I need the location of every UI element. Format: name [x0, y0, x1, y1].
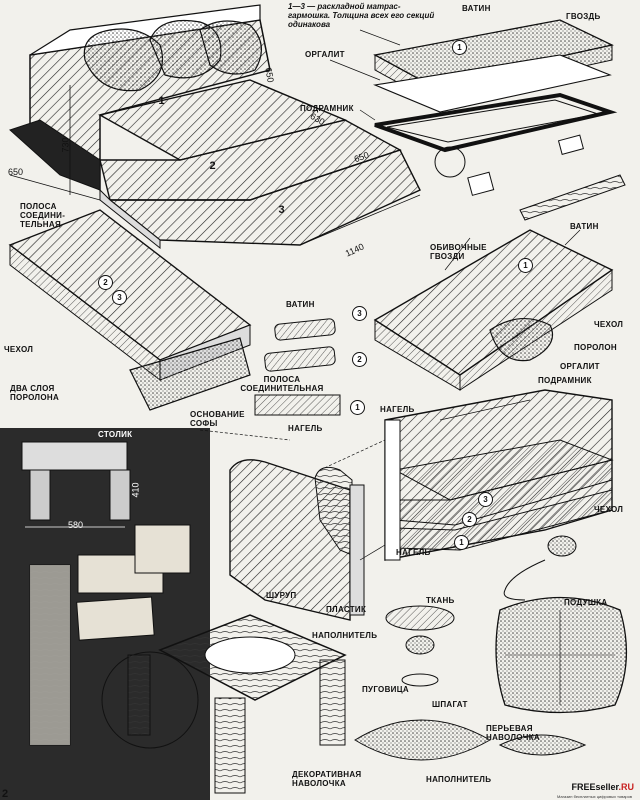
foam-cutaway [489, 317, 554, 362]
watermark-subtitle: Магазин бесплатных цифровых товаров [557, 794, 632, 799]
section-number: 1 [350, 400, 365, 415]
pillow-assembly-drawing [354, 535, 628, 761]
label-nagel-right: НАГЕЛЬ [380, 405, 415, 414]
label-pugovica: ПУГОВИЦА [362, 685, 409, 694]
label-podramnik-right: ПОДРАМНИК [538, 376, 592, 385]
label-vatin-mid: ВАТИН [286, 300, 315, 309]
label-nagel-low: НАГЕЛЬ [396, 548, 431, 557]
label-napolnitel-low: НАПОЛНИТЕЛЬ [426, 775, 492, 784]
podramnik-frame [374, 92, 618, 153]
sofa-unfolded-drawing [9, 4, 421, 250]
sofa-side-drawing [384, 389, 614, 561]
label-obivochnye: ОБИВОЧНЫЕ ГВОЗДИ [430, 243, 487, 261]
section-number: 2 [209, 160, 216, 172]
armrest-drawing [229, 459, 365, 621]
label-orgalit-top: ОРГАЛИТ [305, 50, 345, 59]
dim-410: 410 [130, 482, 141, 498]
label-porolon: ПОРОЛОН [574, 343, 617, 352]
watermark-logo: FREEseller.RU [571, 782, 634, 792]
label-strip-mid: ПОЛОСА СОЕДИНИТЕЛЬНАЯ [240, 375, 324, 393]
dim-580: 580 [68, 520, 84, 530]
label-chekhol-sofa: ЧЕХОЛ [594, 505, 624, 514]
stool-drawing [101, 614, 347, 794]
section-number: 1 [452, 40, 467, 55]
section-number: 3 [352, 306, 367, 321]
label-base-sofa: ОСНОВАНИЕ СОФЫ [190, 410, 245, 428]
label-perevaya: ПЕРЬЕВАЯ НАВОЛОЧКА [486, 724, 540, 742]
stool-panel [0, 428, 210, 800]
foam-layers [129, 337, 251, 411]
label-podramnik-top: ПОДРАМНИК [300, 104, 354, 113]
section-number: 3 [478, 492, 493, 507]
mattress-exploded-drawing [373, 19, 626, 221]
watermark-main: FREEseller [571, 782, 619, 792]
section-number: 3 [278, 204, 285, 216]
watermark-tld: .RU [618, 782, 635, 792]
label-chekhol-right: ЧЕХОЛ [594, 320, 624, 329]
label-plastik: ПЛАСТИК [326, 605, 367, 614]
cushion-right [199, 20, 262, 75]
label-nagel-mid: НАГЕЛЬ [288, 424, 323, 433]
label-gvozd: ГВОЗДЬ [566, 12, 601, 21]
hinge-plate-2 [557, 134, 585, 155]
label-tkan: ТКАНЬ [426, 596, 455, 605]
sofa-arm-dark [9, 119, 101, 191]
section-number: 2 [352, 352, 367, 367]
page-number: 2 [2, 788, 9, 800]
label-vatin-top: ВАТИН [462, 4, 491, 13]
section-number: 1 [454, 535, 469, 550]
strip-sections [254, 318, 341, 416]
folded-mattress-drawing [8, 209, 252, 411]
section-number: 1 [518, 258, 533, 273]
mattress-cutaway-drawing [373, 229, 614, 391]
mattress-front [99, 188, 161, 250]
label-orgalit-right: ОРГАЛИТ [560, 362, 600, 371]
orgalit-layer [373, 54, 612, 113]
dim-730: 730 [60, 137, 71, 153]
label-shurup: ШУРУП [266, 591, 297, 600]
label-strip: ПОЛОСА СОЕДИНИ-ТЕЛЬНАЯ [20, 202, 66, 229]
label-podushka: ПОДУШКА [564, 598, 608, 607]
label-stolik: СТОЛИК [98, 430, 133, 439]
label-napolnitel-mid: НАПОЛНИТЕЛЬ [312, 631, 378, 640]
section-number: 3 [112, 290, 127, 305]
label-two-layers: ДВА СЛОЯ ПОРОЛОНА [10, 384, 60, 402]
wood-slat [519, 174, 626, 221]
hinge-plate-1 [467, 171, 495, 196]
section-number: 2 [462, 512, 477, 527]
leader-lines [199, 29, 581, 561]
section-number: 2 [98, 275, 113, 290]
label-dekor: ДЕКОРАТИВНАЯ НАВОЛОЧКА [292, 770, 362, 788]
label-vatin-right: ВАТИН [570, 222, 599, 231]
label-shpagat: ШПАГАТ [432, 700, 468, 709]
label-chekhol-left: ЧЕХОЛ [4, 345, 34, 354]
dim-650-left: 650 [8, 167, 24, 177]
section-number: 1 [158, 95, 165, 107]
figure-caption: 1—3 — раскладной матрас-гармошка. Толщин… [288, 2, 435, 29]
